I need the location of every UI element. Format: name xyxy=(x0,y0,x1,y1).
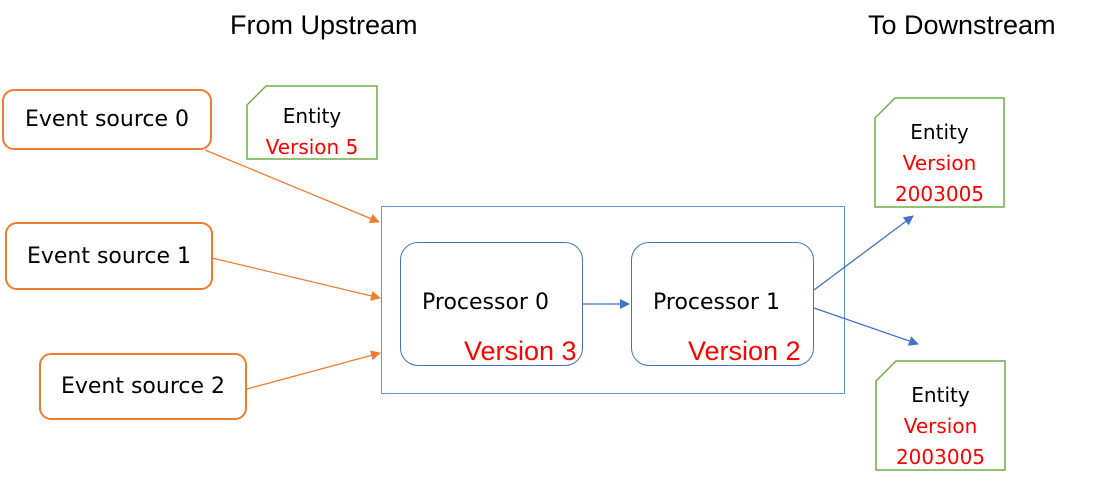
downstream-entity-1-text: Entity Version 2003005 xyxy=(876,380,1005,473)
event-source-2: Event source 2 xyxy=(39,353,247,420)
downstream-entity-0-text: Entity Version 2003005 xyxy=(875,117,1004,210)
downstream-entity-1-label: Entity xyxy=(911,383,970,407)
processor-1-version: Version 2 xyxy=(688,336,801,366)
upstream-entity-shape xyxy=(246,85,378,160)
upstream-entity-label: Entity xyxy=(282,104,342,128)
downstream-entity-1-version-label: Version xyxy=(903,414,978,438)
downstream-entity-1-version-value: 2003005 xyxy=(895,445,986,469)
event-source-0-label: Event source 0 xyxy=(24,107,190,132)
connector-source-1 xyxy=(211,257,381,301)
event-source-1-label: Event source 1 xyxy=(26,243,192,269)
downstream-entity-0-version-value: 2003005 xyxy=(894,182,985,206)
event-source-2-label: Event source 2 xyxy=(60,374,226,399)
processor-0-label: Processor 0 xyxy=(422,290,549,315)
upstream-entity-version: Version 5 xyxy=(265,135,359,159)
downstream-entity-0-label: Entity xyxy=(910,120,969,144)
upstream-entity-text: Entity Version 5 xyxy=(247,101,377,163)
downstream-entity-0-version-label: Version xyxy=(902,151,977,175)
connector-to-downstream-0 xyxy=(813,215,914,291)
processor-1-label: Processor 1 xyxy=(653,290,780,315)
connector-source-2 xyxy=(246,350,381,390)
event-source-1: Event source 1 xyxy=(5,222,213,290)
connector-source-0 xyxy=(204,149,380,224)
to-downstream-heading: To Downstream xyxy=(868,10,1056,40)
processor-0 xyxy=(400,242,583,366)
processor-0-version: Version 3 xyxy=(464,336,577,366)
from-upstream-heading: From Upstream xyxy=(230,10,418,40)
event-source-0: Event source 0 xyxy=(2,89,212,150)
downstream-entity-0-shape xyxy=(874,97,1005,208)
downstream-entity-1-shape xyxy=(875,360,1006,471)
connector-to-downstream-1 xyxy=(813,307,919,346)
processor-1 xyxy=(631,242,814,366)
